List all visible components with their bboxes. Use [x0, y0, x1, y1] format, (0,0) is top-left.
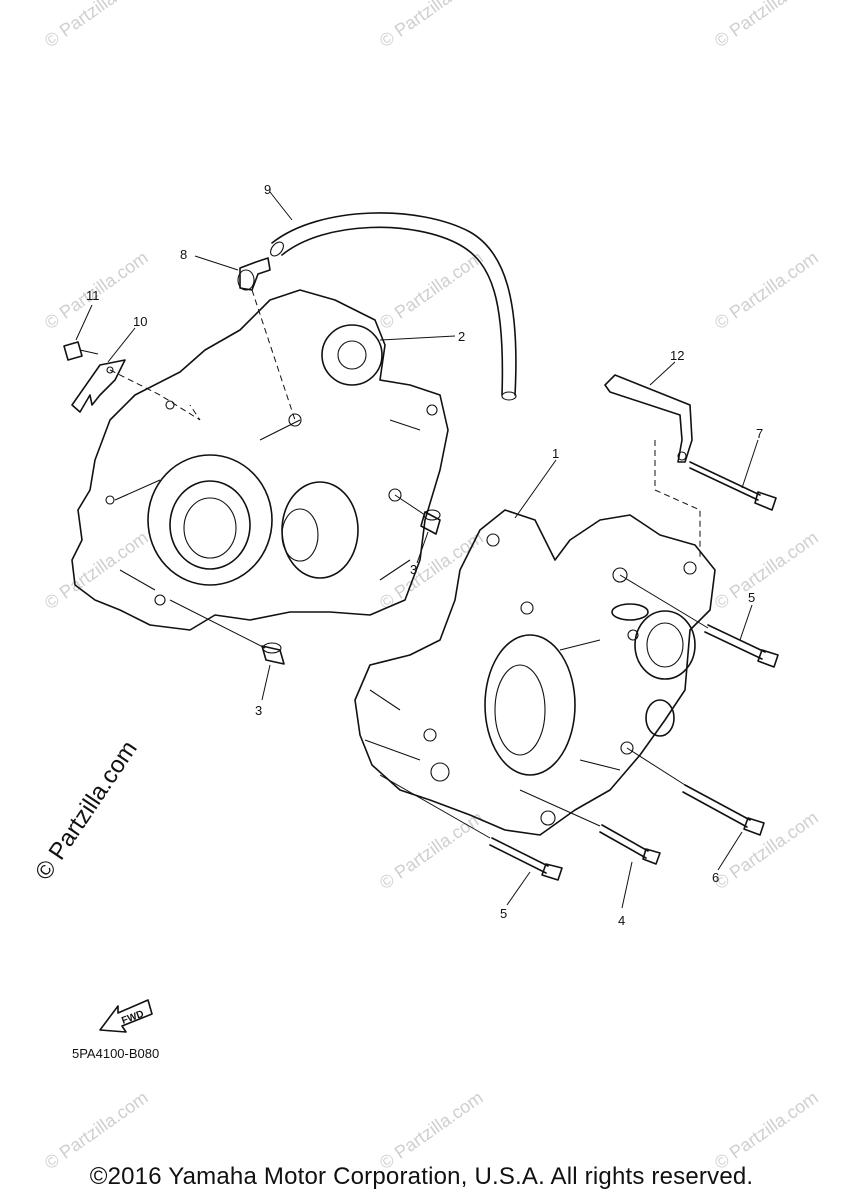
callout-1: 1 — [552, 446, 559, 461]
watermark-small: © Partzilla.com — [376, 1087, 487, 1173]
watermark-small: © Partzilla.com — [711, 247, 822, 333]
watermark-small: © Partzilla.com — [41, 1087, 152, 1173]
watermark-small: © Partzilla.com — [711, 527, 822, 613]
left-crankcase-part-2 — [71, 289, 449, 631]
bolt-part-4 — [599, 824, 661, 865]
watermark-small: © Partzilla.com — [376, 0, 487, 51]
bolt-part-11 — [63, 341, 99, 361]
bolt-part-6 — [682, 784, 765, 836]
callout-6: 6 — [712, 870, 719, 885]
callout-3-upper: 3 — [410, 562, 417, 577]
diagram-code: 5PA4100-B080 — [72, 1046, 160, 1061]
clamp-part-10 — [71, 359, 126, 413]
bolt-part-7 — [689, 461, 777, 511]
cable-guide-part-12 — [604, 374, 693, 463]
watermark-small: © Partzilla.com — [711, 0, 822, 51]
callout-11: 11 — [86, 288, 100, 303]
dowel-pin-lower-part-3 — [261, 642, 285, 665]
alignment-lines — [109, 289, 709, 839]
callout-9: 9 — [264, 182, 271, 197]
callout-10: 10 — [133, 314, 147, 329]
callout-2: 2 — [458, 329, 465, 344]
copyright-notice: ©2016 Yamaha Motor Corporation, U.S.A. A… — [89, 1163, 754, 1190]
leader-lines — [75, 191, 759, 909]
watermark-small: © Partzilla.com — [711, 1087, 822, 1173]
watermark-small: © Partzilla.com — [711, 807, 822, 893]
elbow-fitting-part-8 — [237, 257, 271, 291]
watermark-small: © Partzilla.com — [376, 527, 487, 613]
right-crankcase-part-1 — [354, 509, 716, 836]
callout-labels: 1 2 3 3 4 5 5 6 7 8 9 10 11 12 — [86, 182, 763, 928]
fwd-arrow-icon: FWD — [99, 999, 153, 1033]
watermark-small: © Partzilla.com — [41, 0, 152, 51]
breather-hose-part-9 — [270, 212, 517, 401]
callout-3-lower: 3 — [255, 703, 262, 718]
callout-7: 7 — [756, 426, 763, 441]
bolt-upper-part-5 — [704, 624, 779, 668]
watermark-grid: © Partzilla.com © Partzilla.com © Partzi… — [41, 0, 822, 1173]
fwd-label: FWD — [120, 1009, 145, 1027]
callout-12: 12 — [670, 348, 684, 363]
watermark-small: © Partzilla.com — [376, 807, 487, 893]
callout-5-lower: 5 — [500, 906, 507, 921]
watermark-small: © Partzilla.com — [376, 247, 487, 333]
bolt-lower-part-5 — [489, 837, 563, 881]
callout-4: 4 — [618, 913, 625, 928]
dowel-pin-upper-part-3 — [420, 509, 441, 535]
callout-8: 8 — [180, 247, 187, 262]
callout-5-upper: 5 — [748, 590, 755, 605]
